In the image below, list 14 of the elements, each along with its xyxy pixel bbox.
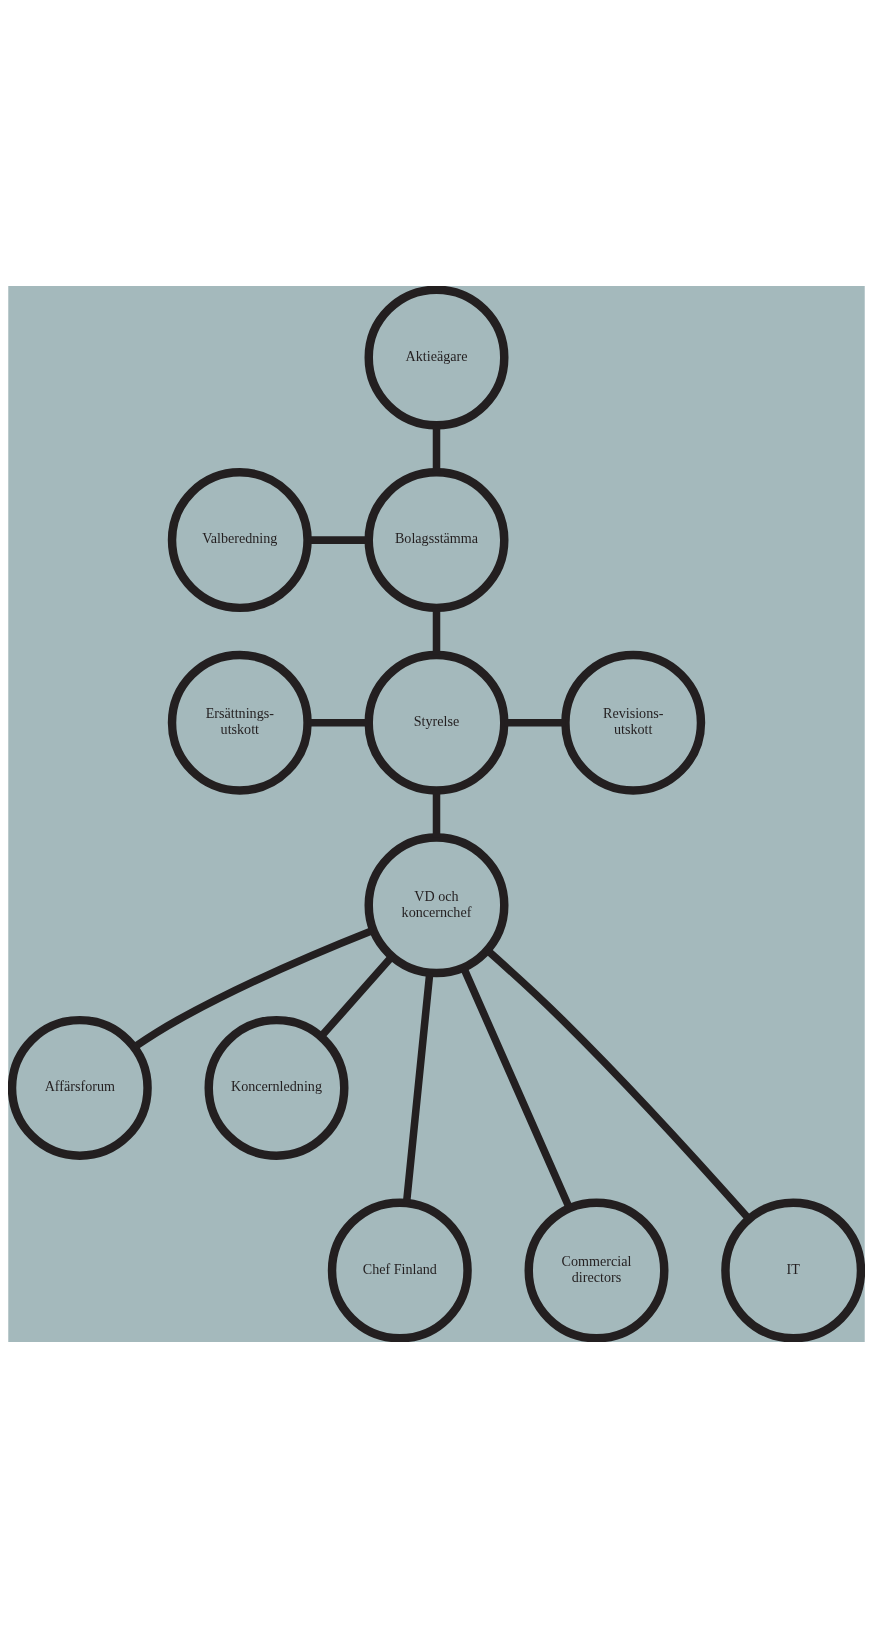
node-circle: Valberedning bbox=[167, 468, 312, 613]
node-circle: VD och koncernchef bbox=[364, 833, 509, 978]
node-circle: Styrelse bbox=[364, 650, 509, 795]
node-circle: Aktieägare bbox=[364, 286, 509, 430]
node-circle: Affärsforum bbox=[8, 1015, 152, 1160]
node-circle: Chef Finland bbox=[327, 1198, 472, 1342]
node-circle: Koncernledning bbox=[204, 1015, 349, 1160]
node-circle: Ersättnings- utskott bbox=[167, 650, 312, 795]
node-circle: Bolagsstämma bbox=[364, 468, 509, 613]
node-circle: Revisions- utskott bbox=[561, 650, 706, 795]
connector bbox=[318, 954, 395, 1040]
connector bbox=[484, 947, 752, 1222]
node-circle: IT bbox=[721, 1198, 865, 1342]
node-circle: Commercial directors bbox=[524, 1198, 669, 1342]
